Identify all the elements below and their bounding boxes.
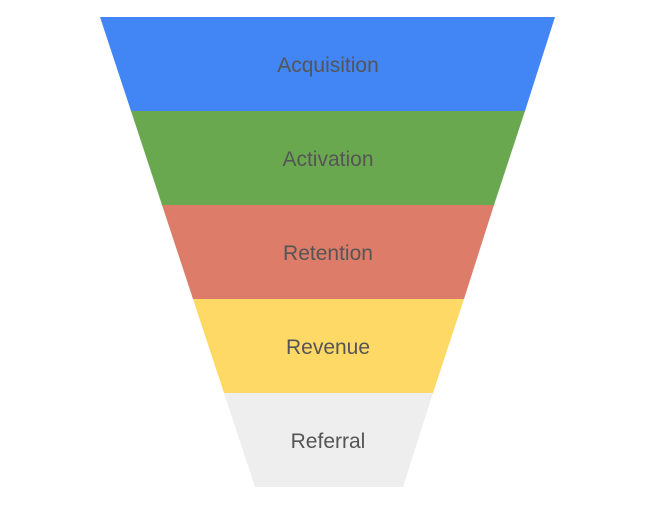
funnel-band-acquisition (100, 17, 555, 111)
funnel-stage-acquisition: Acquisition (100, 17, 555, 111)
funnel-label-acquisition: Acquisition (277, 54, 379, 77)
funnel-band-referral (224, 393, 433, 487)
funnel-stage-activation: Activation (131, 111, 525, 205)
funnel-label-revenue: Revenue (286, 336, 370, 359)
funnel-stage-referral: Referral (224, 393, 433, 487)
funnel-stage-retention: Retention (162, 205, 494, 299)
funnel-band-activation (131, 111, 525, 205)
funnel-stage-revenue: Revenue (193, 299, 464, 393)
funnel-band-revenue (193, 299, 464, 393)
funnel-label-referral: Referral (291, 430, 366, 453)
funnel-label-retention: Retention (283, 242, 373, 265)
funnel-band-retention (162, 205, 494, 299)
funnel-label-activation: Activation (282, 148, 373, 171)
